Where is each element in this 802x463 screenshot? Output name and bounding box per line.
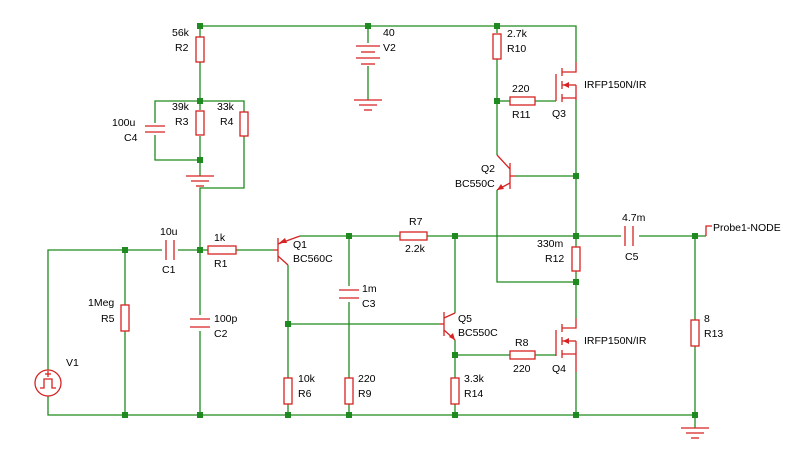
resistor-r3[interactable]: 39k R3 xyxy=(172,101,205,136)
c4-value: 100u xyxy=(112,117,136,129)
resistor-r2[interactable]: 56k R2 xyxy=(172,27,205,63)
v2-ref: V2 xyxy=(383,42,396,54)
resistor-r5[interactable]: 1Meg R5 xyxy=(88,297,130,332)
probe-label: Probe1-NODE xyxy=(713,222,781,234)
r6-value: 10k xyxy=(298,373,316,385)
c1-value: 10u xyxy=(160,226,178,238)
q4-ref: Q4 xyxy=(552,363,566,375)
q2-value: BC550C xyxy=(455,178,495,190)
signal-source-v1[interactable]: V1 xyxy=(34,357,79,397)
q1-ref: Q1 xyxy=(293,239,307,251)
resistor-r10[interactable]: 2.7k R10 xyxy=(492,28,528,60)
q5-value: BC550C xyxy=(458,327,498,339)
c5-value: 4.7m xyxy=(622,212,646,224)
q1-value: BC560C xyxy=(293,253,333,265)
r13-value: 8 xyxy=(704,313,710,325)
transistor-q5[interactable]: Q5 BC550C xyxy=(440,312,498,341)
r1-ref: R1 xyxy=(214,258,228,270)
battery-v2[interactable]: 40 V2 xyxy=(356,27,396,65)
r5-ref: R5 xyxy=(101,313,115,325)
capacitor-c5[interactable]: 4.7m C5 xyxy=(622,212,646,263)
capacitor-c1[interactable]: 10u C1 xyxy=(160,226,178,276)
c2-value: 100p xyxy=(214,313,238,325)
q2-ref: Q2 xyxy=(481,163,495,175)
c3-ref: C3 xyxy=(362,298,376,310)
c4-ref: C4 xyxy=(124,132,138,144)
r5-value: 1Meg xyxy=(88,297,114,309)
r11-ref: R11 xyxy=(512,109,531,121)
v1-ref: V1 xyxy=(66,357,79,369)
q4-value: IRFP150N/IR xyxy=(584,335,647,347)
c2-ref: C2 xyxy=(214,328,228,340)
capacitor-c4[interactable]: 100u C4 xyxy=(112,117,165,144)
ground-symbol-v2 xyxy=(354,99,382,111)
r7-ref: R7 xyxy=(409,216,423,228)
resistor-r4[interactable]: 33k R4 xyxy=(217,101,249,137)
r14-ref: R14 xyxy=(464,388,483,400)
q5-ref: Q5 xyxy=(458,313,472,325)
capacitor-c3[interactable]: 1m C3 xyxy=(339,283,377,310)
resistor-r11[interactable]: 220 R11 xyxy=(509,83,536,121)
r8-value: 220 xyxy=(513,363,531,375)
resistor-r1[interactable]: 1k R1 xyxy=(207,232,237,270)
resistor-r8[interactable]: R8 220 xyxy=(509,337,536,375)
resistor-r7[interactable]: R7 2.2k xyxy=(399,216,428,255)
resistor-r9[interactable]: 220 R9 xyxy=(344,373,376,405)
c3-value: 1m xyxy=(362,283,377,295)
resistor-r13[interactable]: 8 R13 xyxy=(690,313,723,347)
q3-ref: Q3 xyxy=(552,108,566,120)
r2-ref: R2 xyxy=(175,42,189,54)
probe-marker[interactable]: Probe1-NODE xyxy=(705,222,781,236)
resistor-r14[interactable]: 3.3k R14 xyxy=(450,373,485,405)
capacitor-c2[interactable]: 100p C2 xyxy=(190,313,238,340)
r8-ref: R8 xyxy=(515,337,529,349)
r7-value: 2.2k xyxy=(405,243,426,255)
resistor-r12[interactable]: 330m R12 xyxy=(537,238,581,272)
transistor-q1[interactable]: Q1 BC560C xyxy=(274,235,333,266)
r10-value: 2.7k xyxy=(507,28,528,40)
r9-ref: R9 xyxy=(358,388,372,400)
c5-ref: C5 xyxy=(625,251,639,263)
r10-ref: R10 xyxy=(507,43,526,55)
r12-value: 330m xyxy=(537,238,564,250)
r9-value: 220 xyxy=(358,373,376,385)
c1-ref: C1 xyxy=(162,264,176,276)
mosfet-q4[interactable]: IRFP150N/IR Q4 xyxy=(552,318,647,375)
r4-value: 33k xyxy=(217,101,235,113)
ground-symbol-top-left xyxy=(186,175,214,187)
r13-ref: R13 xyxy=(704,328,723,340)
r12-ref: R12 xyxy=(545,253,564,265)
r4-ref: R4 xyxy=(220,116,234,128)
v2-value: 40 xyxy=(383,27,395,39)
r6-ref: R6 xyxy=(298,388,312,400)
r2-value: 56k xyxy=(172,27,190,39)
r3-value: 39k xyxy=(172,101,190,113)
r14-value: 3.3k xyxy=(464,373,485,385)
r3-ref: R3 xyxy=(175,116,189,128)
mosfet-q3[interactable]: IRFP150N/IR Q3 xyxy=(552,62,647,120)
resistor-r6[interactable]: 10k R6 xyxy=(283,373,316,405)
r11-value: 220 xyxy=(512,83,530,95)
ground-symbol-output xyxy=(681,427,709,439)
transistor-q2[interactable]: Q2 BC550C xyxy=(455,154,516,191)
r1-value: 1k xyxy=(214,232,226,244)
junctions xyxy=(122,23,698,418)
q3-value: IRFP150N/IR xyxy=(584,79,647,91)
